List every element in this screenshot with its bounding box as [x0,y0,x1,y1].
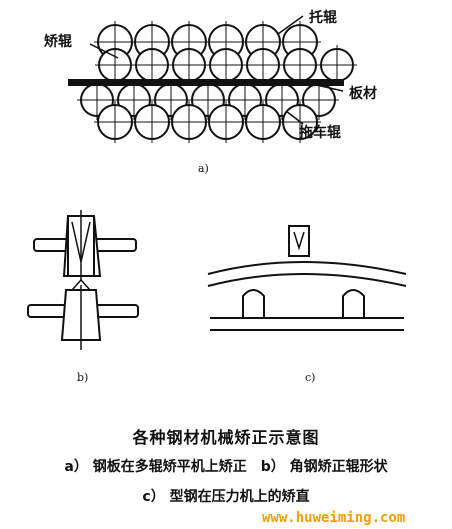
leader-plate [311,83,344,92]
leader-drag-roll [285,110,304,125]
label-support-roll: 托辊 [309,9,337,26]
label-plate: 板材 [349,85,377,102]
sub-label-a: a) [198,162,209,175]
label-drag-roll: 拖车辊 [299,124,341,141]
upper-straightening-roll [243,45,283,85]
caption-line-1: a） 钢板在多辊矫平机上矫正 b） 角钢矫正辊形状 [64,459,388,475]
lower-rolls [77,80,339,143]
watermark-text: www.huweiming.com [262,510,406,526]
drag-roll [242,101,284,143]
right-support [342,289,365,318]
figure-b-angle-rolls [27,210,139,350]
ram-arrow [293,231,305,251]
caption-line-2: c） 型钢在压力机上的矫直 [142,489,310,505]
figure-c-press-straightening [207,225,407,331]
lower-roll-peak [71,278,91,291]
left-support [242,289,265,318]
sub-label-b: b) [77,371,88,384]
press-ram [288,225,310,257]
upper-straightening-roll [280,45,320,85]
label-straightening-roll: 矫辊 [44,33,72,50]
leader-straightening-roll [89,43,119,59]
caption-title: 各种钢材机械矫正示意图 [132,428,320,447]
beam-top-edge [207,261,407,275]
steel-plate [68,79,344,86]
upper-straightening-roll [317,45,357,85]
drag-roll [131,101,173,143]
leader-support-roll [277,15,304,35]
sub-label-c: c) [305,371,315,384]
upper-rolls [94,21,357,85]
figure-a-multi-roll-leveler [68,15,357,143]
beam-bottom-edge [207,273,407,287]
